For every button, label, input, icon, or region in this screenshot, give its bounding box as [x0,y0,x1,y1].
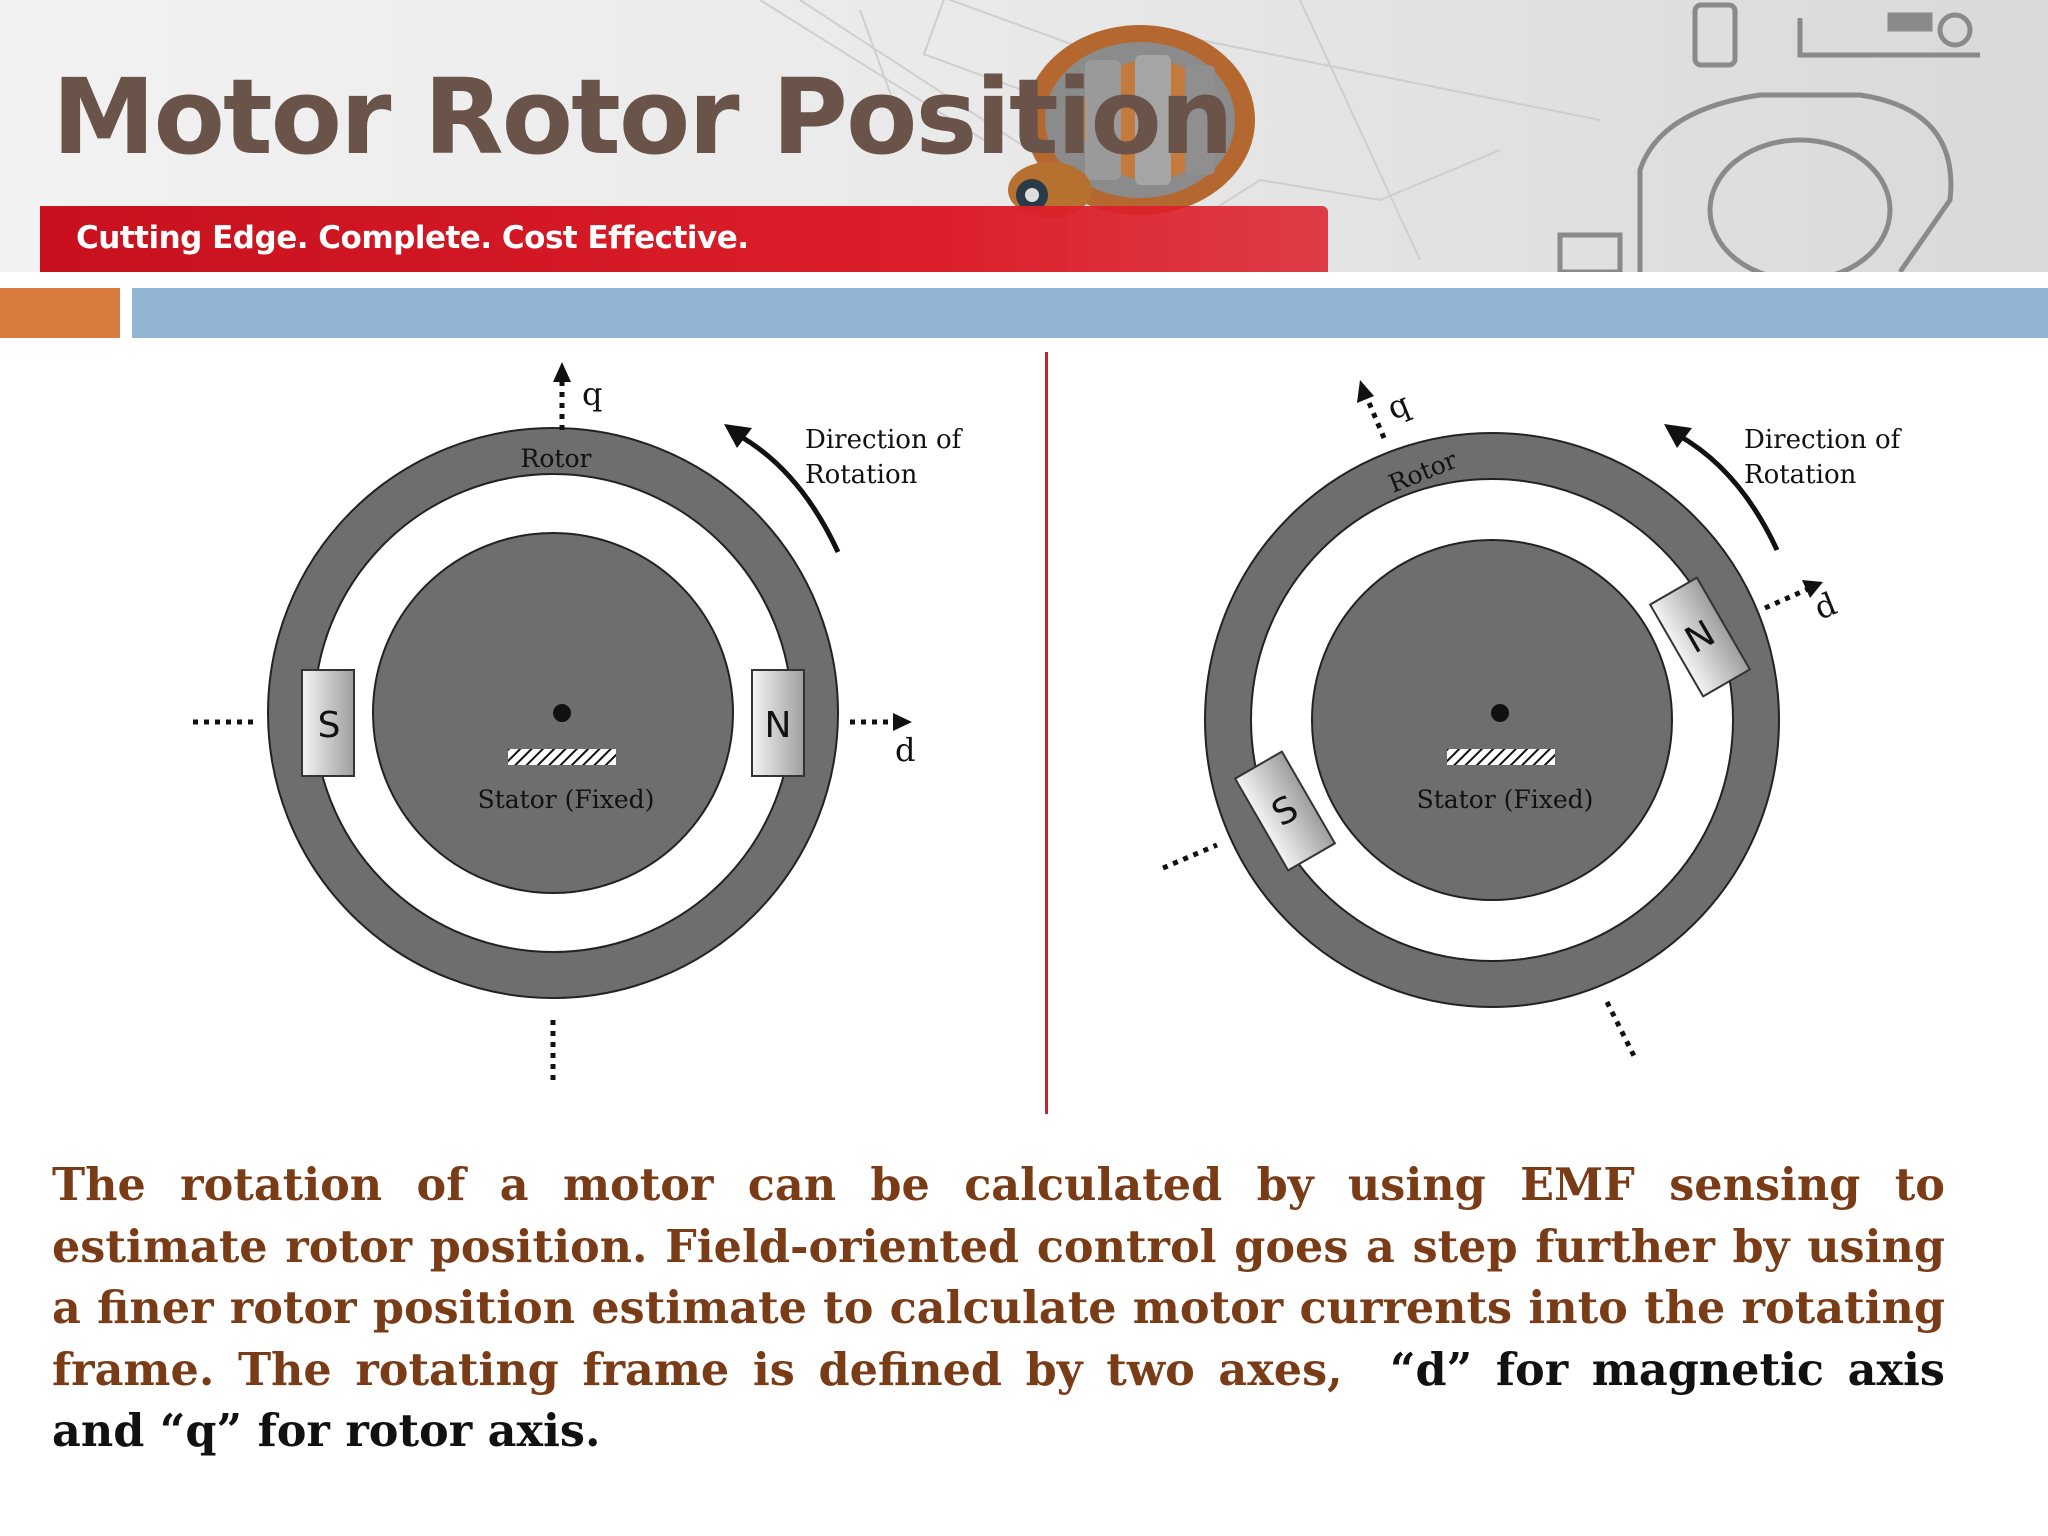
d-axis-left [1162,842,1218,871]
rotation-arrowhead [1664,424,1692,448]
north-magnet: N [751,669,805,777]
diagram-divider [1045,352,1048,1114]
d-arrowhead [893,713,912,731]
south-label: S [318,705,341,746]
motor-armature-illustration [759,0,1980,272]
d-axis [1763,586,1810,611]
tagline: Cutting Edge. Complete. Cost Effective. [76,220,749,256]
stator-label: Stator (Fixed) [1417,785,1594,814]
armature-icon [1008,25,1255,218]
hatch-mark [508,749,616,765]
stator-disc [1311,539,1673,901]
d-label: d [1809,585,1842,628]
south-magnet: S [1233,750,1337,872]
q-arrowhead [1357,380,1374,403]
q-label: q [1382,385,1415,428]
south-magnet: S [301,669,355,777]
center-dot [1491,704,1509,722]
body-text-main: The rotation of a motor can be calculate… [52,1159,1945,1396]
q-axis-lower [1604,1000,1638,1060]
rotation-arrowhead [724,424,752,448]
d-label: d [895,731,915,769]
q-label: q [582,375,602,413]
rotation-label-line2: Rotation [805,460,918,490]
motor-outline-icon [1557,2,1980,272]
diagram-left: S N q d Rotor Stator (Fixed) Direction o… [193,362,964,1080]
rotation-label-line1: Direction of [805,425,964,455]
accent-bar-blue [132,288,2048,338]
rotation-arrow [1676,432,1780,552]
body-paragraph: The rotation of a motor can be calculate… [52,1155,1945,1463]
q-axis [1364,397,1387,439]
diagram-right: N S q d Rotor Stator (Fixed) Direction o… [1162,380,1903,1060]
stator-label: Stator (Fixed) [478,785,655,814]
slide-title: Motor Rotor Position [52,56,1234,178]
hatch-mark [1447,749,1555,765]
north-magnet: N [1648,576,1752,698]
q-arrowhead [553,362,571,382]
body-text-emphasis: “d” for magnetic axis and “q” for rotor … [52,1343,1945,1458]
rotation-label-line1: Direction of [1744,425,1903,455]
center-dot [553,704,571,722]
rotor-label: Rotor [521,444,592,473]
rotation-label-line2: Rotation [1744,460,1857,490]
d-arrowhead [1802,580,1823,598]
rotation-arrow [736,432,841,554]
north-label: N [765,705,792,746]
header-banner: Motor Rotor Position Cutting Edge. Compl… [0,0,2048,272]
accent-bar-orange [0,288,120,338]
tagline-bar: Cutting Edge. Complete. Cost Effective. [40,206,1328,272]
rotor-position-diagram: S N q d Rotor Stator (Fixed) Direction o… [193,362,1903,1080]
